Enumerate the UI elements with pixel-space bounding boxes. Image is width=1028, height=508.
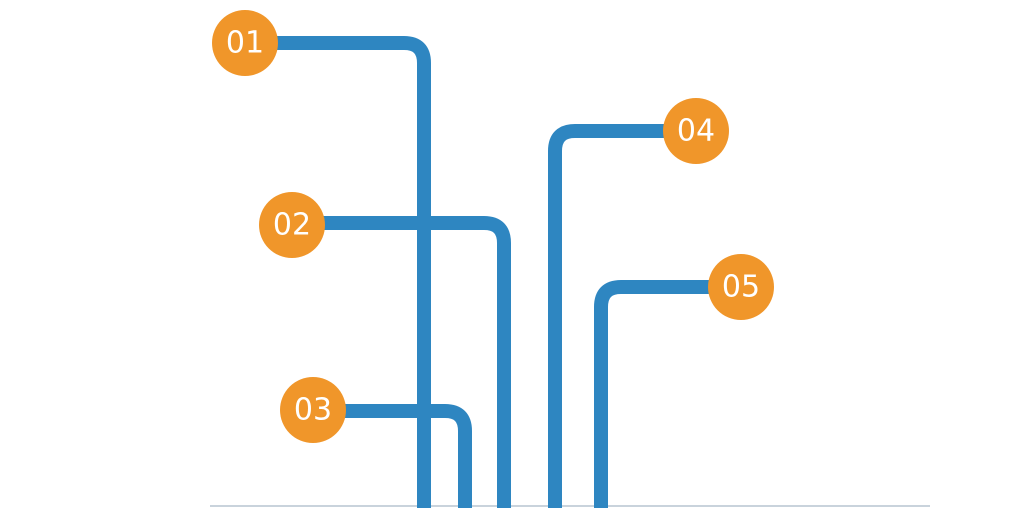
node-05-label: 05: [722, 270, 760, 305]
node-02: 02: [259, 192, 325, 258]
node-05-circle: [708, 254, 774, 320]
node-05: 05: [708, 254, 774, 320]
connector-05: [594, 280, 710, 508]
node-03-circle: [280, 377, 346, 443]
node-02-circle: [259, 192, 325, 258]
connector-04: [548, 124, 666, 508]
connector-03: [344, 404, 472, 508]
node-02-label: 02: [273, 208, 311, 243]
node-01-label: 01: [226, 26, 264, 61]
node-03-label: 03: [294, 393, 332, 428]
node-04: 04: [663, 98, 729, 164]
node-03: 03: [280, 377, 346, 443]
node-04-label: 04: [677, 114, 715, 149]
connector-02: [322, 216, 511, 508]
node-04-circle: [663, 98, 729, 164]
connector-01: [275, 36, 431, 508]
node-01: 01: [212, 10, 278, 76]
node-01-circle: [212, 10, 278, 76]
